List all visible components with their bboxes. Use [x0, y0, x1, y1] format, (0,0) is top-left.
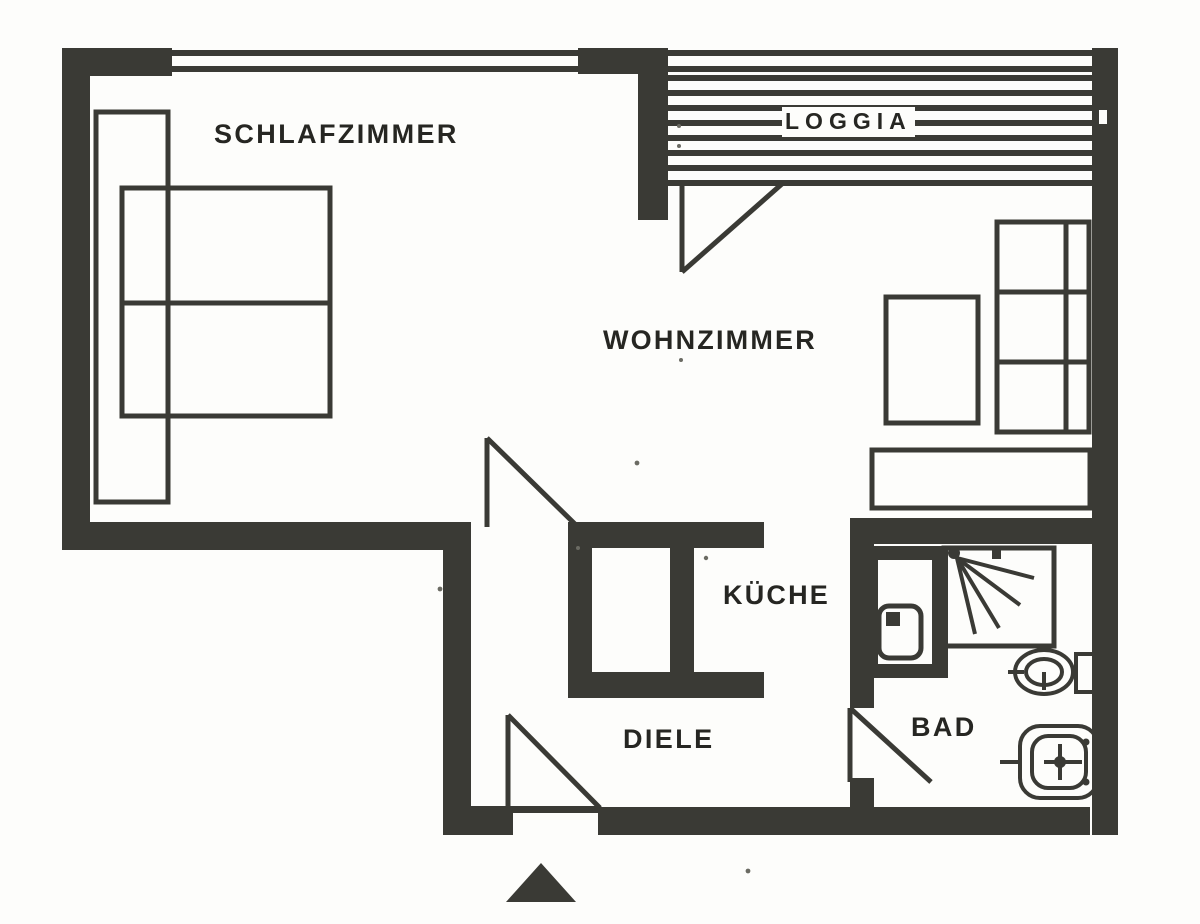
wall-west-outer [62, 48, 90, 550]
door-swings [484, 181, 933, 810]
washbasin [1000, 724, 1100, 800]
wall-bath-west-lower [850, 778, 874, 835]
door-loggia-to-living [679, 181, 785, 274]
room-label-bad: BAD [911, 712, 977, 742]
wall-kitchen-west-pier [568, 522, 592, 698]
living-room-furniture [869, 219, 1093, 511]
room-label-wohnzimmer: WOHNZIMMER [603, 325, 817, 355]
room-label-schlafzimmer: SCHLAFZIMMER [214, 119, 459, 149]
wall-east-notch [1099, 110, 1107, 124]
shower-valve-icon [992, 550, 1001, 559]
loggia-hatching [668, 75, 1092, 186]
wall-kitchen-south [592, 672, 764, 698]
room-label-diele: DIELE [623, 724, 715, 754]
door-entrance [505, 713, 602, 810]
wc-fixture [876, 603, 924, 661]
bedroom-furniture [93, 109, 333, 505]
toilet [1008, 648, 1098, 696]
wall-entrance-threshold [471, 806, 601, 813]
wall-south-bedroom [62, 522, 466, 550]
bathtub [941, 545, 1057, 649]
room-label-loggia: LOGGIA [782, 107, 915, 137]
door-hallway-to-bath [847, 706, 933, 784]
shelf-unit [994, 219, 1092, 435]
wall-south-hallway-right [598, 807, 1090, 835]
room-label-kueche: KÜCHE [723, 580, 831, 610]
door-living-to-hallway [484, 436, 580, 529]
wardrobe [93, 109, 171, 505]
wall-shaft-top [862, 546, 948, 560]
wall-north-bedroom [62, 48, 172, 76]
wall-hallway-west [443, 522, 471, 835]
wall-pier-center-head [578, 48, 668, 74]
wall-kitchen-north [568, 522, 764, 548]
shower-head-icon [948, 547, 960, 559]
walls [62, 48, 1118, 835]
bathroom-fixtures [876, 545, 1100, 800]
sofa [869, 447, 1093, 511]
wall-pier-center [638, 48, 668, 220]
entrance-arrow-icon [506, 863, 576, 902]
kitchen-counter [592, 548, 670, 672]
wall-shaft-bottom [862, 664, 948, 678]
wall-shaft-left [862, 546, 878, 678]
wall-kitchen-east-pier [670, 548, 694, 672]
wall-bath-north [850, 518, 1112, 544]
wall-east-outer [1092, 48, 1118, 518]
kitchen-furniture [592, 548, 670, 672]
table [883, 294, 981, 426]
shower-spray-icon [955, 556, 1035, 635]
scan-speckles [437, 124, 751, 874]
